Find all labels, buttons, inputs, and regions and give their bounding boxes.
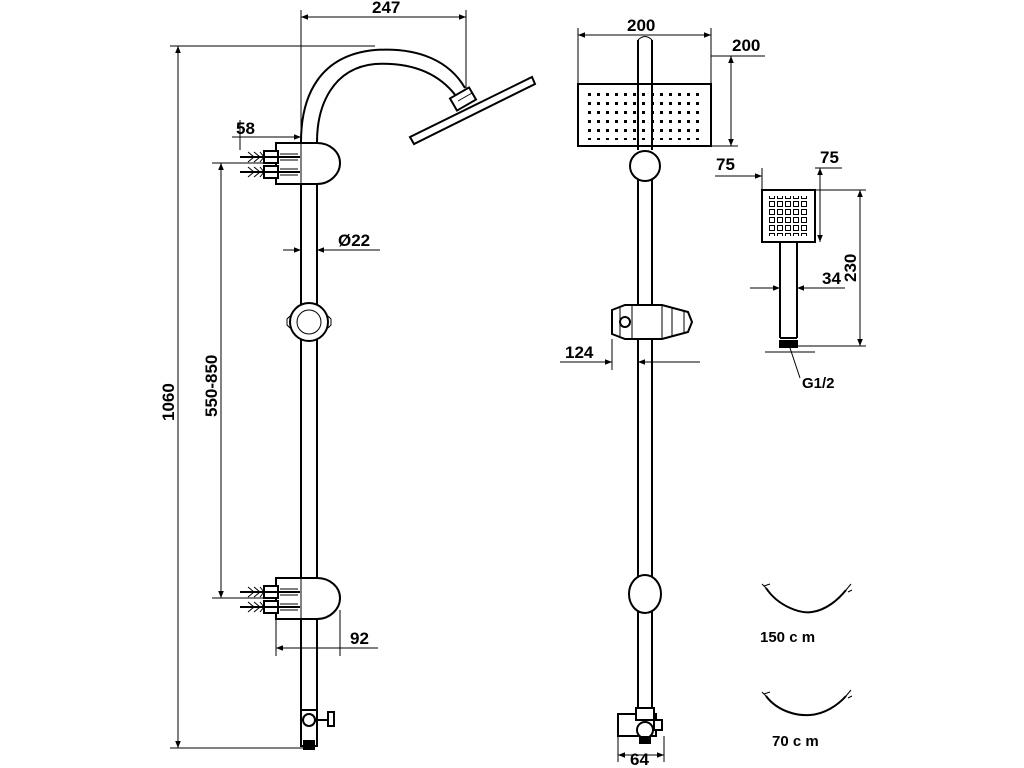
side-slider-ring — [286, 302, 332, 342]
dim-arm-projection: 247 — [300, 0, 467, 140]
label-hose-150: 150 c m — [760, 629, 815, 646]
label-thread: G1/2 — [802, 375, 835, 392]
label-handle-diameter: 34 — [822, 269, 841, 288]
label-bracket-spacing: 550-850 — [202, 355, 221, 417]
label-wall-distance: 92 — [350, 629, 369, 648]
front-view: 200 200 124 64 — [560, 16, 765, 768]
side-shower-head-plate — [408, 75, 537, 146]
dim-head-width: 200 — [577, 16, 712, 84]
side-top-wall-bracket — [240, 142, 342, 185]
dim-head-depth: 200 — [711, 36, 765, 147]
hose-150: 150 c m — [760, 583, 853, 646]
label-bracket-offset: 58 — [236, 119, 255, 138]
side-riser-pipe — [300, 140, 318, 735]
dim-pipe-diameter: Ø22 — [283, 231, 380, 253]
dim-bracket-offset: 58 — [232, 119, 301, 150]
dim-wall-distance: 92 — [275, 610, 378, 656]
dim-total-height: 1060 — [159, 45, 375, 749]
label-hose-70: 70 c m — [772, 733, 819, 750]
side-gooseneck-arm — [300, 48, 466, 143]
hand-shower-detail: 75 75 230 34 G1/2 — [715, 148, 866, 392]
side-head-connector — [448, 86, 478, 112]
dim-slider-projection: 124 — [560, 339, 700, 370]
front-bottom-bracket — [628, 574, 662, 614]
label-total-height: 1060 — [159, 383, 178, 421]
dim-handle-diameter: 34 — [750, 269, 845, 291]
label-hand-depth: 75 — [820, 148, 839, 167]
label-head-width: 200 — [627, 16, 655, 35]
dim-hand-depth: 75 — [815, 148, 842, 242]
front-bottom-diverter — [617, 707, 663, 744]
label-head-depth: 200 — [732, 36, 760, 55]
front-shower-head — [577, 83, 712, 147]
side-bottom-diverter — [300, 709, 335, 750]
label-arm-projection: 247 — [372, 0, 400, 17]
label-slider-projection: 124 — [565, 343, 594, 362]
top-wall-plugs — [240, 150, 300, 179]
dim-hand-width: 75 — [715, 155, 763, 190]
front-top-bracket — [629, 150, 661, 182]
hand-shower-handle — [779, 242, 798, 348]
label-hand-length: 230 — [841, 254, 860, 282]
side-view: 247 1060 550-850 58 Ø22 — [159, 0, 537, 750]
label-hand-width: 75 — [716, 155, 735, 174]
dim-bracket-spacing: 550-850 — [202, 162, 276, 599]
hand-shower-head — [761, 189, 816, 243]
hose-70: 70 c m — [761, 689, 853, 750]
label-pipe-diameter: Ø22 — [338, 231, 370, 250]
dim-inlet-width: 64 — [617, 736, 665, 768]
dim-thread: G1/2 — [765, 347, 835, 392]
front-hand-shower-holder — [611, 304, 694, 340]
dim-hand-length: 230 — [797, 189, 866, 347]
label-inlet-width: 64 — [630, 750, 649, 768]
